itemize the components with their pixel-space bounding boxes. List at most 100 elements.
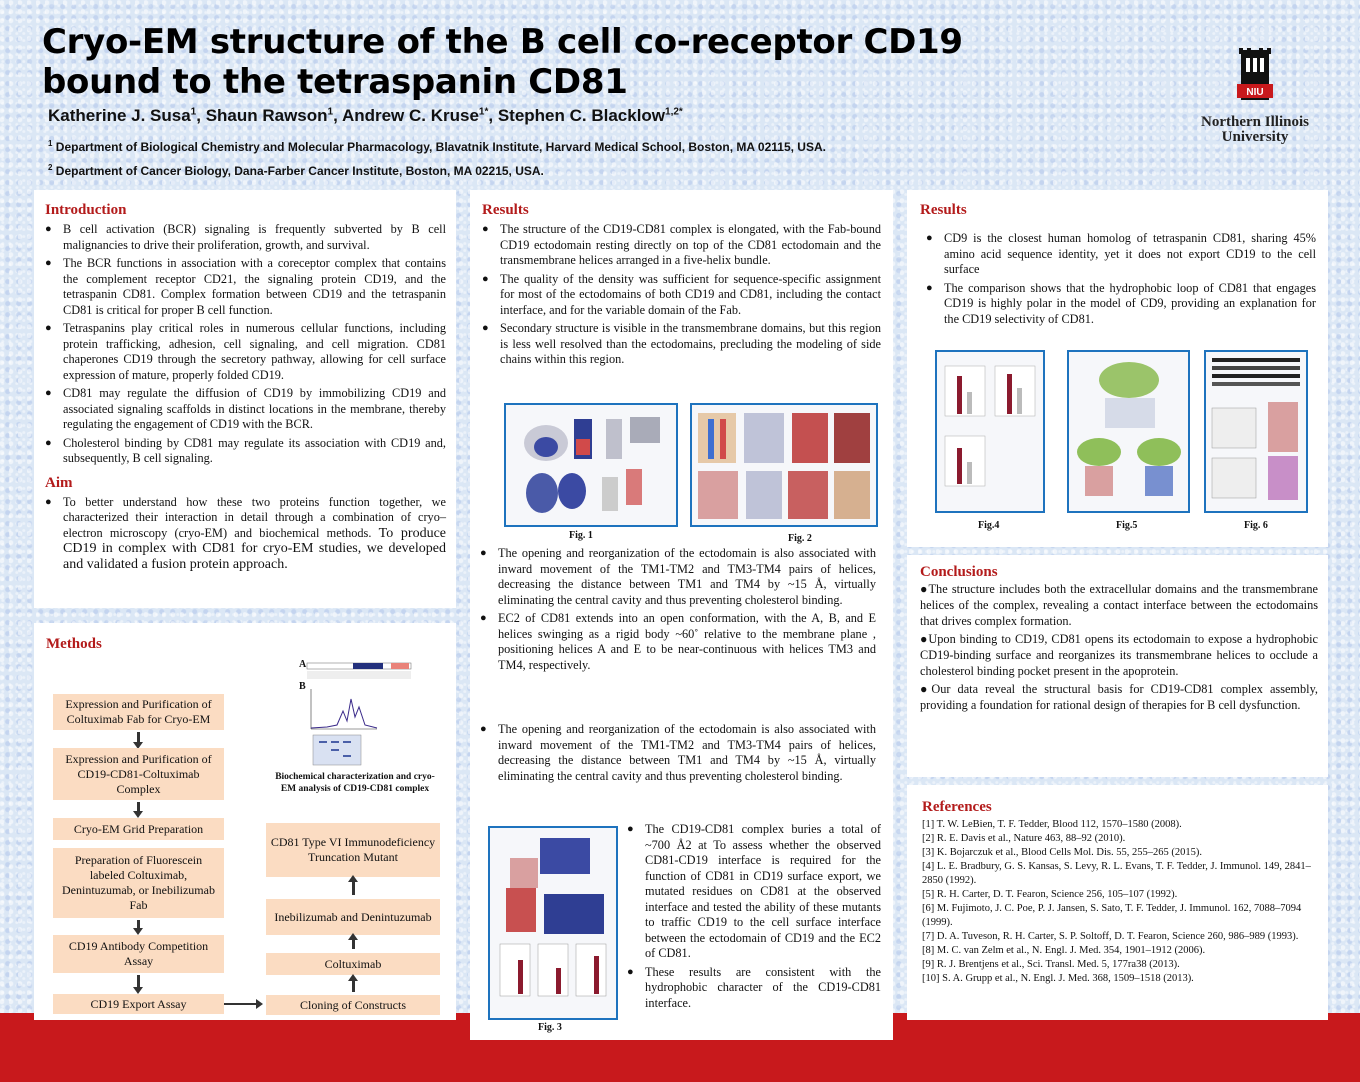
list-item: Secondary structure is visible in the tr…: [482, 321, 881, 368]
connector-arrowhead: [256, 999, 263, 1009]
figure-3-graphic: [499, 838, 607, 997]
list-item: The opening and reorganization of the ec…: [480, 722, 876, 784]
conclusion-item: ●The structure includes both the extrace…: [920, 582, 1318, 628]
methods-figure-caption: Biochemical characterization and cryo-EM…: [275, 772, 435, 794]
arrow-up: [348, 875, 358, 895]
figure-2-graphic: [698, 413, 870, 519]
list-item: Cholesterol binding by CD81 may regulate…: [45, 436, 446, 467]
figure-6-caption: Fig. 6: [1244, 520, 1268, 531]
method-step-6: CD19 Export Assay: [53, 994, 224, 1014]
results-bullets-top: The structure of the CD19-CD81 complex i…: [482, 222, 881, 420]
reference-item: [3] K. Bojarczuk et al., Blood Cells Mol…: [922, 847, 1202, 858]
method-step-5: CD19 Antibody Competition Assay: [53, 935, 224, 973]
reference-item: [10] S. A. Grupp et al., N. Engl. J. Med…: [922, 973, 1194, 984]
figure-3: [488, 826, 618, 1020]
figure-4-graphic: [944, 365, 1036, 487]
figure-5-caption: Fig.5: [1116, 520, 1138, 531]
conclusions-heading: Conclusions: [920, 564, 998, 580]
method-step-2: Expression and Purification of CD19-CD81…: [53, 748, 224, 800]
niu-logo: NIU Northern Illinois University: [1190, 46, 1320, 145]
author-list: Katherine J. Susa1, Shaun Rawson1, Andre…: [48, 106, 683, 125]
list-item: EC2 of CD81 extends into an open conform…: [480, 611, 876, 673]
results-bullets-right: CD9 is the closest human homolog of tetr…: [920, 231, 1316, 327]
method-step-3: Cryo-EM Grid Preparation: [53, 818, 224, 840]
list-item: The structure of the CD19-CD81 complex i…: [482, 222, 881, 269]
figure-6-graphic: [1211, 358, 1300, 500]
conclusion-item: ●Our data reveal the structural basis fo…: [920, 682, 1318, 712]
affiliation-2: 2 Department of Cancer Biology, Dana-Far…: [48, 163, 544, 178]
list-item: The comparison shows that the hydrophobi…: [926, 281, 1316, 328]
list-item: These results are consistent with the hy…: [627, 965, 881, 1012]
reference-item: [9] R. J. Brentjens et al., Sci. Transl.…: [922, 959, 1180, 970]
method-step-right-2: Inebilizumab and Denintuzumab: [266, 899, 440, 935]
results-panel-middle: Results The structure of the CD19-CD81 c…: [470, 190, 893, 1040]
reference-item: [2] R. E. Davis et al., Nature 463, 88–9…: [922, 833, 1126, 844]
figure-3-caption: Fig. 3: [538, 1022, 562, 1033]
methods-panel: Methods Expression and Purification of C…: [34, 623, 456, 1020]
university-name: Northern Illinois University: [1201, 114, 1309, 145]
results-bullets-middle: The opening and reorganization of the ec…: [480, 546, 876, 676]
method-step-right-3: Coltuximab: [266, 953, 440, 975]
list-item: The CD19-CD81 complex buries a total of …: [627, 822, 881, 962]
reference-item: [1] T. W. LeBien, T. F. Tedder, Blood 11…: [922, 819, 1182, 830]
figure-1: [504, 403, 678, 527]
reference-item: [6] M. Fujimoto, J. C. Poe, P. J. Jansen…: [922, 903, 1302, 928]
results-heading-right: Results: [920, 202, 967, 218]
introduction-panel: Introduction B cell activation (BCR) sig…: [34, 190, 456, 608]
figure-4: [935, 350, 1045, 513]
results-bullets-bottom: The CD19-CD81 complex buries a total of …: [627, 822, 881, 1014]
figure-1-graphic: [524, 417, 660, 513]
aim-heading: Aim: [45, 474, 73, 491]
conclusions-panel: Conclusions ●The structure includes both…: [907, 555, 1328, 777]
list-item: CD9 is the closest human homolog of tetr…: [926, 231, 1316, 278]
reference-item: [4] L. E. Bradbury, G. S. Kansas, S. Lev…: [922, 861, 1311, 886]
results-heading-middle: Results: [482, 202, 529, 218]
reference-list: [1] T. W. LeBien, T. F. Tedder, Blood 11…: [922, 818, 1318, 986]
connector-line: [224, 1003, 260, 1005]
niu-badge-text: NIU: [1246, 87, 1263, 98]
results-panel-right: Results CD9 is the closest human homolog…: [907, 190, 1328, 547]
title-line-1: Cryo-EM structure of the B cell co-recep…: [42, 22, 963, 62]
niu-tower-icon: NIU: [1237, 48, 1273, 100]
arrow-down: [133, 732, 143, 749]
figure-5: [1067, 350, 1190, 513]
figure-5-graphic: [1077, 362, 1181, 496]
figure-2: [690, 403, 878, 527]
affiliation-1: 1 Department of Biological Chemistry and…: [48, 139, 826, 154]
figure-2-caption: Fig. 2: [788, 533, 812, 544]
method-step-right-4: Cloning of Constructs: [266, 995, 440, 1015]
list-item: The quality of the density was sufficien…: [482, 272, 881, 319]
method-step-4: Preparation of Fluorescein labeled Coltu…: [53, 848, 224, 918]
methods-heading: Methods: [46, 636, 102, 652]
poster-title: Cryo-EM structure of the B cell co-recep…: [42, 22, 1042, 102]
figure-1-caption: Fig. 1: [569, 530, 593, 541]
figure-4-caption: Fig.4: [978, 520, 1000, 531]
list-item: The BCR functions in association with a …: [45, 256, 446, 318]
references-panel: References [1] T. W. LeBien, T. F. Tedde…: [907, 785, 1328, 1020]
methods-figure: A B: [297, 659, 415, 769]
figure-6: [1204, 350, 1308, 513]
list-item: The opening and reorganization of the ec…: [480, 546, 876, 608]
biochemical-figure-graphic: [306, 662, 412, 766]
introduction-heading: Introduction: [45, 202, 127, 218]
aim-bullets: To better understand how these two prote…: [45, 495, 446, 573]
arrow-down: [133, 920, 143, 935]
references-heading: References: [922, 799, 992, 815]
arrow-down: [133, 802, 143, 818]
method-step-right-1: CD81 Type VI Immunodeficiency Truncation…: [266, 823, 440, 877]
reference-item: [8] M. C. van Zelm et al., N. Engl. J. M…: [922, 945, 1206, 956]
arrow-up: [348, 933, 358, 949]
list-item: Tetraspanins play critical roles in nume…: [45, 321, 446, 383]
introduction-bullets: B cell activation (BCR) signaling is fre…: [45, 222, 446, 467]
method-step-1: Expression and Purification of Coltuxima…: [53, 694, 224, 730]
list-item: CD81 may regulate the diffusion of CD19 …: [45, 386, 446, 433]
reference-item: [7] D. A. Tuveson, R. H. Carter, S. P. S…: [922, 931, 1299, 942]
title-line-2: bound to the tetraspanin CD81: [42, 62, 628, 102]
arrow-up: [348, 974, 358, 992]
list-item: To better understand how these two prote…: [45, 495, 446, 573]
conclusion-item: ●Upon binding to CD19, CD81 opens its ec…: [920, 632, 1318, 678]
list-item: B cell activation (BCR) signaling is fre…: [45, 222, 446, 253]
arrow-down: [133, 975, 143, 994]
results-bullets-lower: The opening and reorganization of the ec…: [480, 722, 876, 787]
reference-item: [5] R. H. Carter, D. T. Fearon, Science …: [922, 889, 1178, 900]
